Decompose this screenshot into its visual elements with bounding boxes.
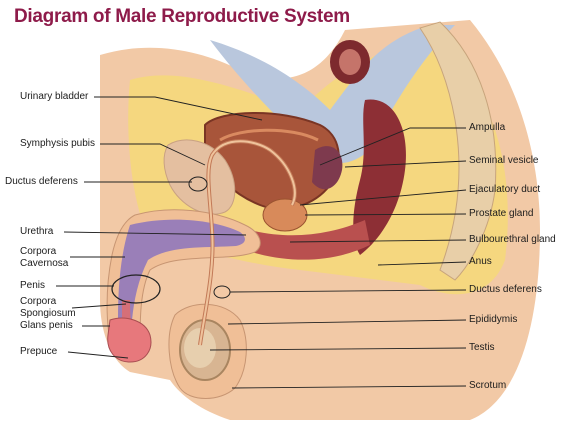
leader-ejaculatory-duct: [299, 189, 467, 206]
label-corpora-spongiosum: Corpora Spongiosum: [20, 296, 76, 319]
leader-epididymis: [227, 319, 467, 325]
pelvic-cavity: [210, 25, 455, 164]
label-bulbourethral-gland: Bulbourethral gland: [469, 234, 556, 245]
label-anus: Anus: [469, 256, 492, 267]
pelvic-floor-muscle: [245, 220, 370, 260]
label-prostate-gland: Prostate gland: [469, 208, 534, 219]
leader-prostate-gland: [304, 213, 467, 216]
sacrum: [419, 21, 497, 281]
label-symphysis-pubis: Symphysis pubis: [20, 138, 96, 149]
label-corpora-cavernosa: Corpora Cavernosa: [20, 246, 69, 269]
penis-highlight-ellipse: [111, 274, 161, 304]
label-ampulla: Ampulla: [469, 122, 506, 133]
label-ductus-deferens-right: Ductus deferens: [469, 284, 542, 295]
leader-ductus-deferens-right: [229, 289, 467, 293]
label-scrotum: Scrotum: [469, 380, 507, 391]
label-glans-penis: Glans penis: [20, 320, 73, 331]
leader-seminal-vesicle: [344, 160, 467, 168]
label-urinary-bladder: Urinary bladder: [20, 91, 89, 102]
label-epididymis: Epididymis: [469, 314, 518, 325]
leader-scrotum: [231, 385, 467, 389]
label-testis: Testis: [469, 342, 495, 353]
glans-shape: [107, 317, 152, 363]
leader-ampulla: [319, 127, 466, 166]
label-urethra: Urethra: [20, 226, 54, 237]
rectum: [353, 99, 406, 255]
label-seminal-vesicle: Seminal vesicle: [469, 155, 539, 166]
prostate-shape: [262, 198, 308, 232]
leader-prepuce: [67, 351, 129, 359]
ductus-highlight-circle-left: [188, 176, 208, 192]
leader-testis: [209, 347, 467, 351]
leader-urethra: [63, 231, 247, 236]
leader-corpora-spongiosum: [71, 303, 127, 309]
leader-lines: [56, 96, 467, 389]
seminal-vesicle-shape: [312, 146, 343, 190]
diagram-title: Diagram of Male Reproductive System: [14, 6, 350, 27]
label-ejaculatory-duct: Ejaculatory duct: [469, 184, 541, 195]
leader-symphysis-pubis: [100, 143, 206, 166]
leader-bulbourethral-gland: [289, 239, 467, 243]
leader-anus: [377, 261, 467, 266]
label-prepuce: Prepuce: [20, 346, 58, 357]
label-ductus-deferens-left: Ductus deferens: [5, 176, 78, 187]
leader-urinary-bladder: [94, 96, 263, 121]
label-penis: Penis: [20, 280, 46, 291]
